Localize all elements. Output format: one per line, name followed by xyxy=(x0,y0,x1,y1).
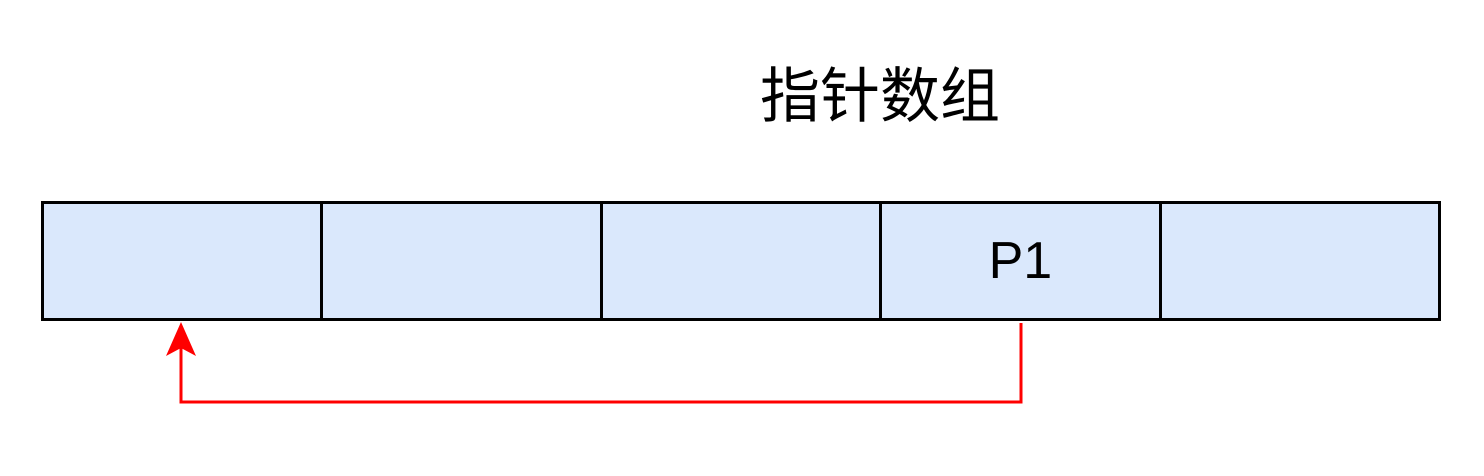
pointer-array: P1 xyxy=(41,201,1442,321)
arrow-head-icon xyxy=(166,322,196,356)
diagram-title: 指针数组 xyxy=(760,63,1000,130)
array-cell-2 xyxy=(599,201,883,321)
array-cell-0 xyxy=(41,201,324,321)
array-cell-4 xyxy=(1158,201,1442,321)
array-cell-3: P1 xyxy=(879,201,1162,321)
array-cell-1 xyxy=(320,201,603,321)
